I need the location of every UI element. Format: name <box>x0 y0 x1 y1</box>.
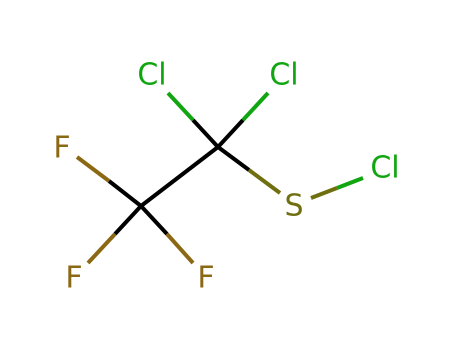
bond-c1-f3-a <box>139 204 169 236</box>
atom-cl-s: Cl <box>370 151 399 186</box>
bond-c2-cl1-b <box>166 91 195 122</box>
bond-c2-s-a <box>216 145 251 172</box>
bond-c1-f1-b <box>75 155 111 183</box>
atom-s: S <box>284 189 303 224</box>
bond-c1-f2-b <box>86 232 117 265</box>
bond-c1-c2 <box>139 145 220 208</box>
bond-c2-s-b <box>247 168 282 195</box>
atom-f-lower-left: F <box>65 261 82 296</box>
bonds <box>75 91 364 265</box>
bond-c1-f1-a <box>107 179 143 208</box>
bond-c2-cl2-b <box>241 91 270 122</box>
bond-c2-cl2-a <box>216 118 245 149</box>
bond-s-cl3-b <box>336 176 364 190</box>
atom-f-lower-right: F <box>197 261 214 296</box>
atom-labels: Cl Cl F S Cl F F <box>53 58 399 296</box>
atom-f-upper: F <box>53 131 70 166</box>
bond-c1-f2-a <box>113 204 143 236</box>
bond-c1-f3-b <box>165 232 195 265</box>
bond-c2-cl1-a <box>191 118 220 149</box>
atom-cl-left: Cl <box>137 58 166 93</box>
atom-cl-right: Cl <box>269 58 298 93</box>
bond-s-cl3-a <box>310 186 338 200</box>
